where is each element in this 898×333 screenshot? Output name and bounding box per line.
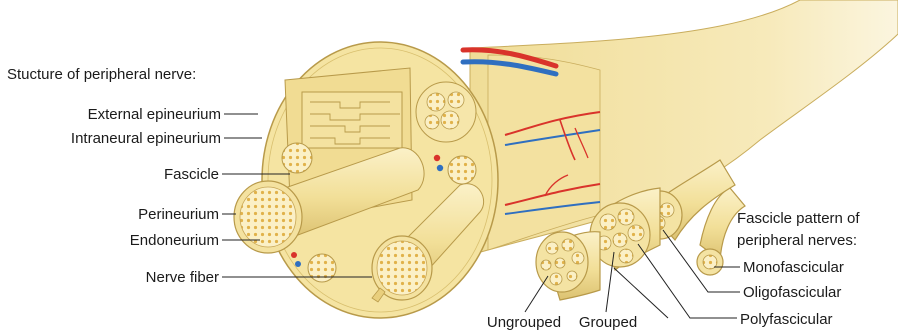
svg-text:Oligofascicular: Oligofascicular [743,284,841,301]
pattern-heading-line2: peripheral nerves: [737,232,857,249]
svg-text:Nerve fiber: Nerve fiber [146,269,219,286]
pattern-heading-line1: Fascicle pattern of [737,210,860,227]
svg-text:Perineurium: Perineurium [138,206,219,223]
label-perineurium: Perineurium [138,206,236,223]
structure-heading: Stucture of peripheral nerve: [7,66,196,83]
svg-text:Polyfascicular: Polyfascicular [740,311,833,328]
fascicle-small-left [282,143,312,173]
label-monofascicular: Monofascicular [714,259,844,276]
svg-text:Endoneurium: Endoneurium [130,232,219,249]
svg-text:Monofascicular: Monofascicular [743,259,844,276]
svg-text:Ungrouped: Ungrouped [487,314,561,331]
svg-text:Fascicle: Fascicle [164,166,219,183]
svg-text:Grouped: Grouped [579,314,637,331]
svg-text:Intraneural epineurium: Intraneural epineurium [71,130,221,147]
label-external-epineurium: External epineurium [88,106,258,123]
label-intraneural-epineurium: Intraneural epineurium [71,130,262,147]
svg-text:External epineurium: External epineurium [88,106,221,123]
